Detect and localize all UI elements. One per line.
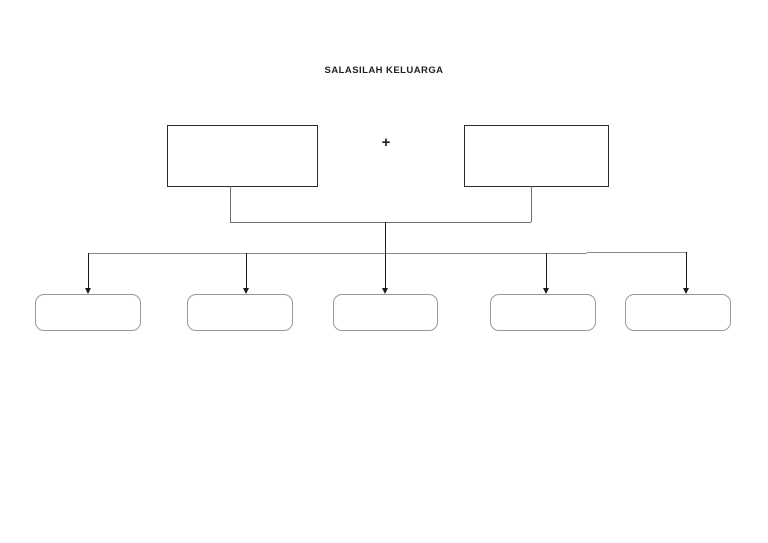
connector-sibling-bar-extension (587, 252, 686, 253)
child-box-1-label (36, 295, 140, 330)
connector-parent-join-bar (230, 222, 531, 223)
parent-box-right[interactable] (464, 125, 609, 187)
child-box-2[interactable] (187, 294, 293, 331)
child-box-4[interactable] (490, 294, 596, 331)
connector-sibling-bar (88, 253, 587, 254)
child-box-1[interactable] (35, 294, 141, 331)
child-box-3[interactable] (333, 294, 438, 331)
connector-child-2-drop (246, 253, 247, 292)
arrow-head-child-4-icon (543, 288, 549, 294)
child-box-5[interactable] (625, 294, 731, 331)
arrow-head-child-5-icon (683, 288, 689, 294)
child-box-5-label (626, 295, 730, 330)
arrow-head-child-1-icon (85, 288, 91, 294)
connector-parent-right-drop (531, 186, 532, 222)
child-box-4-label (491, 295, 595, 330)
connector-center-stem (385, 222, 386, 253)
connector-child-1-drop (88, 253, 89, 292)
connector-parent-left-drop (230, 186, 231, 222)
connector-child-3-drop (385, 253, 386, 292)
parent-box-left-label (168, 126, 317, 186)
page-title: SALASILAH KELUARGA (324, 65, 444, 76)
arrow-head-child-2-icon (243, 288, 249, 294)
parent-box-right-label (465, 126, 608, 186)
parent-box-left[interactable] (167, 125, 318, 187)
child-box-3-label (334, 295, 437, 330)
union-plus-symbol: + (381, 134, 391, 151)
arrow-head-child-3-icon (382, 288, 388, 294)
connector-child-5-drop (686, 252, 687, 292)
child-box-2-label (188, 295, 292, 330)
connector-child-4-drop (546, 253, 547, 292)
